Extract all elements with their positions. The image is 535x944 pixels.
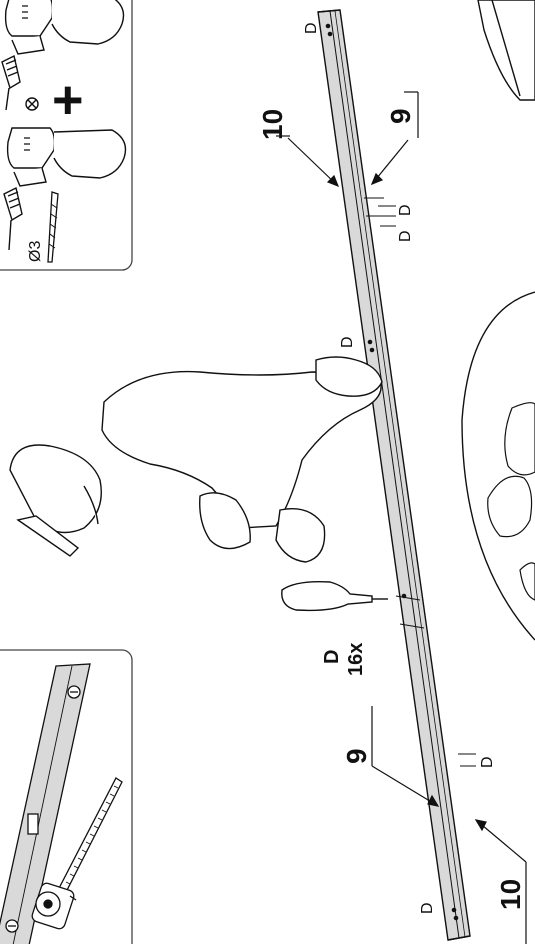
screw-hole: [326, 24, 329, 27]
part-number-9-top: 9: [385, 108, 416, 124]
screw-code-top-end: D: [303, 22, 320, 34]
screw-hole: [328, 32, 331, 35]
furniture-corner: [478, 0, 535, 100]
screw-hole: [454, 916, 457, 919]
screw-code-lower-joint: D: [479, 756, 496, 768]
part-number-9-bottom: 9: [341, 748, 372, 764]
plus-sign: +: [52, 70, 84, 130]
detail-magnifier: [462, 292, 535, 640]
screw-hole: [370, 348, 373, 351]
screw-code-joint-1: D: [397, 204, 414, 216]
wall-rail-beam: [318, 10, 470, 940]
drill-bit-size: Ø3: [27, 241, 44, 262]
person-drilling-icon: [10, 357, 388, 610]
screw-code-main: D: [321, 650, 343, 664]
screw-hole: [402, 594, 405, 597]
tools-panel: + Ø3: [0, 0, 132, 270]
screw-code-bottom-end: D: [419, 902, 436, 914]
screw-code-joint-2: D: [397, 230, 414, 242]
part-number-10-top: 10: [257, 109, 288, 140]
part-number-10-bottom: 10: [495, 879, 526, 910]
screw-hole: [452, 908, 455, 911]
measure-panel: [0, 650, 132, 944]
screw-hole: [368, 340, 371, 343]
screw-code-middle: D: [339, 336, 356, 348]
screw-count: 16x: [345, 643, 367, 676]
